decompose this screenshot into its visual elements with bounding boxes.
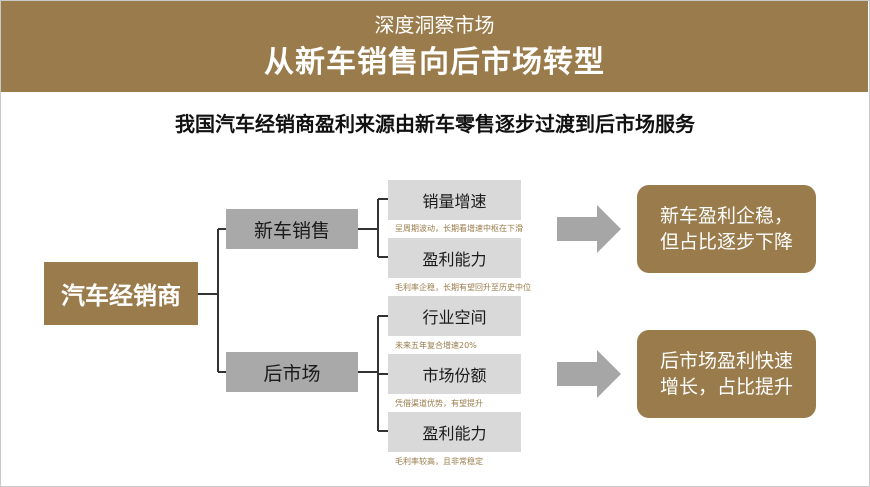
root-connector	[198, 228, 226, 373]
branch1-connector	[358, 198, 388, 258]
note-new-car-profitability: 毛利率企稳，长期有望回升至历史中位	[395, 283, 531, 292]
item-aftermarket-profitability: 盈利能力	[388, 412, 521, 452]
header-title: 从新车销售向后市场转型	[264, 45, 605, 80]
arrow-2	[557, 350, 621, 398]
arrow-1	[557, 205, 621, 253]
note-market-share: 凭借渠道优势，有望提升	[395, 399, 483, 408]
result-aftermarket: 后市场盈利快速增长，占比提升	[637, 330, 816, 418]
item-industry-space: 行业空间	[388, 296, 521, 336]
branch-node-aftermarket: 后市场	[226, 352, 358, 392]
root-node: 汽车经销商	[44, 262, 198, 325]
header-banner: 深度洞察市场 从新车销售向后市场转型	[1, 1, 868, 92]
branch2-connector	[358, 315, 388, 432]
slide-subtitle: 我国汽车经销商盈利来源由新车零售逐步过渡到后市场服务	[175, 112, 695, 136]
item-new-car-profitability: 盈利能力	[388, 238, 521, 278]
branch-node-new-car-sales: 新车销售	[226, 209, 358, 249]
item-sales-growth: 销量增速	[388, 180, 521, 220]
item-market-share: 市场份额	[388, 354, 521, 394]
note-industry-space: 未来五年复合增速20%	[395, 341, 477, 350]
note-aftermarket-profitability: 毛利率较高，且非常稳定	[395, 457, 483, 466]
header-subtitle: 深度洞察市场	[374, 13, 495, 37]
result-new-car: 新车盈利企稳，但占比逐步下降	[637, 185, 816, 273]
note-sales-growth: 呈周期波动，长期看增速中枢在下滑	[395, 224, 523, 233]
